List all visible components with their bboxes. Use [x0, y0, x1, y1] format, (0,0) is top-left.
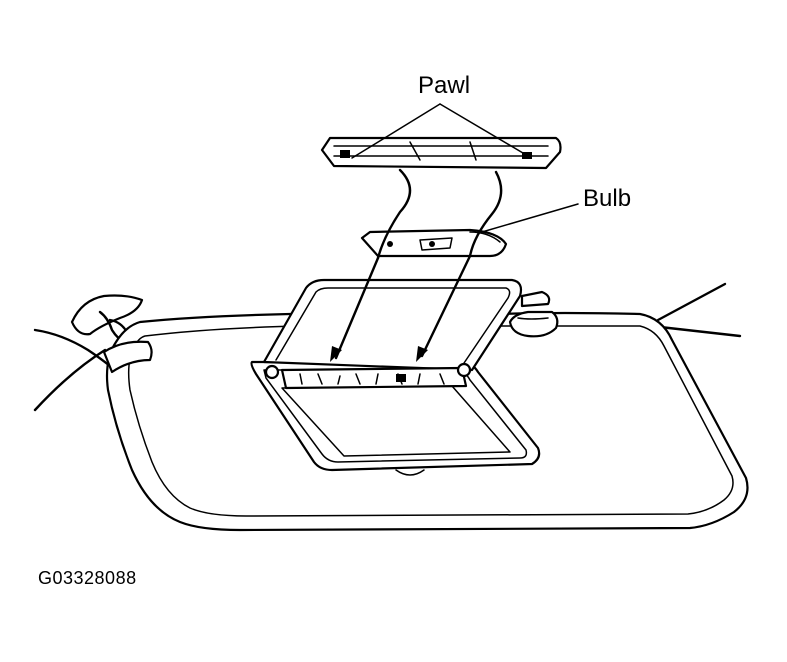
bulb-holder: [360, 228, 508, 258]
assembly-arrows: [330, 168, 503, 362]
headliner-outline: [33, 282, 742, 412]
pawl-label: Pawl: [418, 72, 471, 99]
bulb-label: Bulb: [583, 185, 632, 212]
mirror-lid: [262, 278, 523, 372]
figure-id: G03328088: [38, 568, 137, 588]
leader-lines: [351, 103, 579, 233]
lamp-cover: [320, 136, 562, 170]
lamp-strip: [264, 362, 472, 390]
visor-clip: [508, 290, 559, 338]
